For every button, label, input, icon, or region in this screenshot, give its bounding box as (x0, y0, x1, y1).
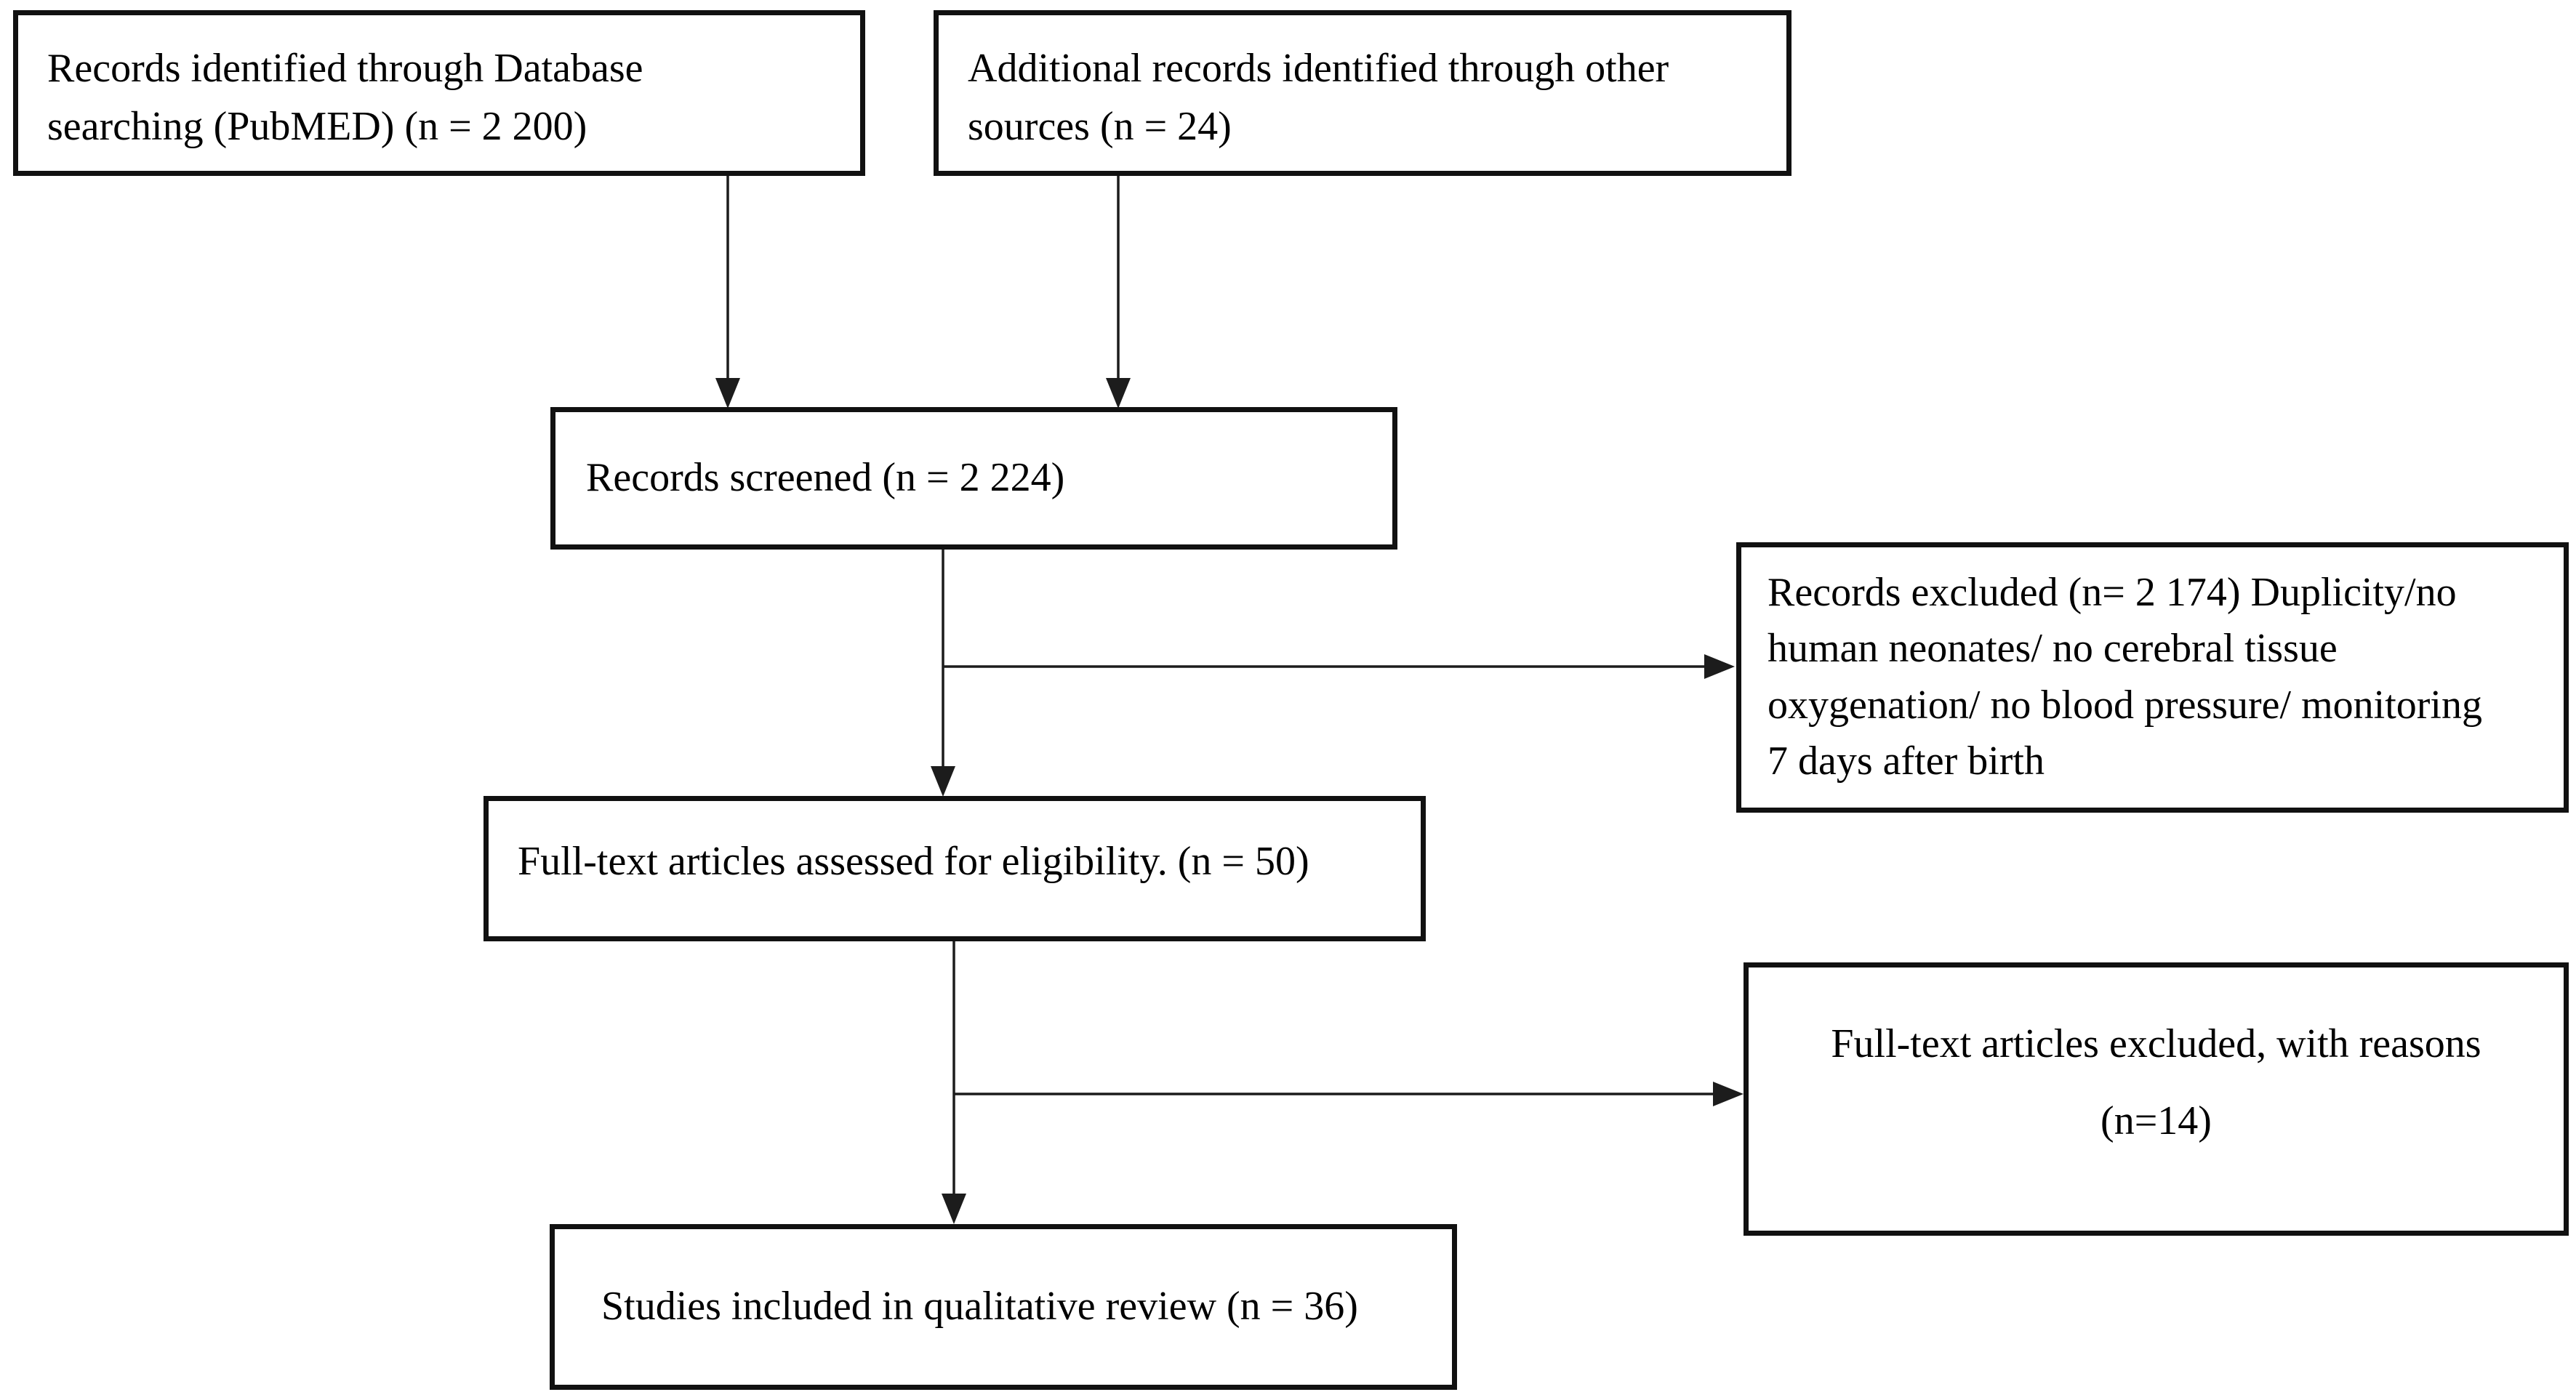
box-fulltext-excluded: Full-text articles excluded, with reason… (1744, 962, 2569, 1236)
records-excluded-line2: human neonates/ no cerebral tissue (1768, 626, 2338, 672)
arrow-fulltext-assessed-to-included (942, 939, 966, 1224)
records-excluded-line1: Records excluded (n= 2 174) Duplicity/no (1768, 570, 2457, 615)
studies-included-text: Studies included in qualitative review (… (601, 1284, 1358, 1329)
arrow-fulltext-assessed-to-fulltext-excluded (954, 1082, 1744, 1106)
box-fulltext-assessed: Full-text articles assessed for eligibil… (483, 796, 1426, 941)
fulltext-excluded-line1: Full-text articles excluded, with reason… (1831, 1021, 2481, 1066)
arrow-screened-to-records-excluded (943, 654, 1735, 679)
box-records-excluded: Records excluded (n= 2 174) Duplicity/no… (1736, 542, 2569, 813)
arrow-additional-to-screened (1106, 176, 1131, 409)
records-screened-text: Records screened (n = 2 224) (586, 455, 1065, 501)
fulltext-assessed-text: Full-text articles assessed for eligibil… (518, 839, 1309, 884)
arrow-screened-to-fulltext-assessed (931, 548, 955, 797)
records-excluded-line4: 7 days after birth (1768, 738, 2045, 784)
fulltext-excluded-line2: (n=14) (2100, 1098, 2212, 1143)
arrow-identified-to-screened (715, 176, 740, 409)
additional-records-line1: Additional records identified through ot… (968, 46, 1669, 91)
box-additional-records: Additional records identified through ot… (934, 10, 1791, 176)
records-identified-line1: Records identified through Database (47, 46, 643, 91)
box-records-identified: Records identified through Database sear… (13, 10, 865, 176)
records-identified-line2: searching (PubMED) (n = 2 200) (47, 103, 587, 149)
box-studies-included: Studies included in qualitative review (… (550, 1224, 1457, 1390)
additional-records-line2: sources (n = 24) (968, 103, 1232, 149)
records-excluded-line3: oxygenation/ no blood pressure/ monitori… (1768, 682, 2482, 728)
box-records-screened: Records screened (n = 2 224) (550, 407, 1397, 550)
